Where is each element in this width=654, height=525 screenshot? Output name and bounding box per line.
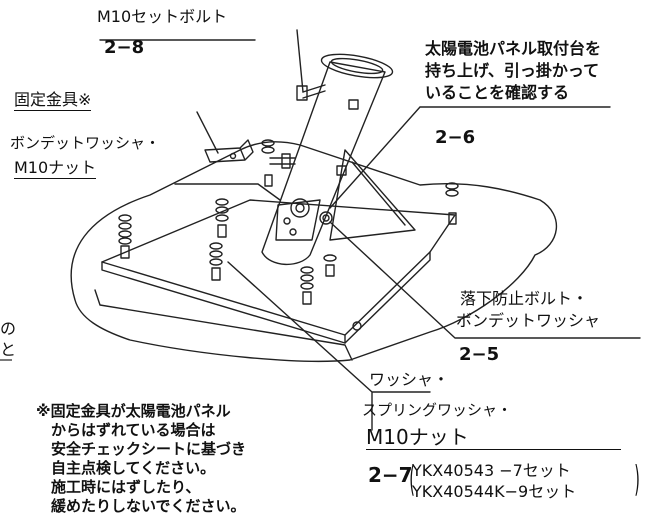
- label-m10-nut-2: M10ナット: [366, 426, 621, 450]
- bracket-hole: [229, 152, 237, 160]
- label-bonded-washer: ボンデットワッシャ・: [10, 134, 161, 152]
- caution-note: ※固定金具が太陽電池パネル からはずれている場合は 安全チェックシートに基づき …: [36, 402, 306, 516]
- fixing-bracket: [204, 139, 254, 163]
- leader-fall-bolt: [329, 221, 641, 339]
- flange-hole: [290, 198, 310, 218]
- label-washer: ワッシャ・: [369, 370, 450, 389]
- bracket-right-paren: ): [634, 459, 640, 500]
- label-spring-washer: スプリングワッシャ・: [362, 401, 513, 419]
- label-lift-line-2: 持ち上げ、引っ掛かって: [425, 61, 600, 80]
- edge-char-bottom: と: [0, 340, 17, 359]
- label-fall-bolt-line-2: ボンデットワッシャ: [456, 311, 601, 330]
- note-line-2: からはずれている場合は: [51, 421, 216, 439]
- anchor-bolt-7: [323, 254, 337, 277]
- anchor-bolt-4: [300, 266, 314, 305]
- pole-nut-2: [336, 165, 347, 176]
- flange-hole-inner: [295, 203, 305, 213]
- flange-hole-small: [283, 217, 291, 225]
- note-line-5: 施工時にはずしたり、: [51, 478, 201, 496]
- label-fixing-bracket: 固定金具※: [14, 90, 92, 112]
- pole-flange: [275, 199, 321, 241]
- set-count-bracket: YKX40543 −7セット YKX40544K−9セット: [412, 460, 576, 502]
- leader-set-bolt: [296, 29, 304, 93]
- anchor-bolt-3: [209, 242, 223, 281]
- label-lift-line-1: 太陽電池パネル取付台を: [425, 39, 602, 58]
- flange-hole-small-2: [289, 228, 297, 236]
- note-line-6: 緩めたりしないでください。: [51, 497, 246, 515]
- base-plate-edge: [101, 261, 346, 344]
- anchor-bolt-2: [215, 198, 229, 238]
- roof-edge: [94, 289, 353, 361]
- note-line-1: ※固定金具が太陽電池パネル: [36, 402, 231, 420]
- anchor-bolt-5: [261, 139, 275, 187]
- anchor-bolt-1: [118, 214, 132, 259]
- bracket-bolt-nut: [281, 153, 291, 169]
- fall-prevention-washer: [322, 214, 330, 222]
- set-line-2: YKX40544K−9セット: [412, 482, 577, 501]
- label-step-2-8: 2−8: [104, 37, 145, 58]
- pole-top: [320, 53, 394, 79]
- label-fall-bolt-line-1: 落下防止ボルト・: [460, 289, 589, 308]
- label-step-2-7: 2−7: [368, 463, 413, 487]
- support-gusset: [329, 149, 416, 241]
- label-lift-line-3: いることを確認する: [425, 83, 570, 102]
- fall-prevention-bolt: [319, 211, 333, 225]
- leader-lift: [329, 106, 611, 209]
- label-m10-nut-1: M10ナット: [14, 158, 97, 180]
- label-step-2-5: 2−5: [459, 344, 500, 365]
- leader-bonded-washer: [174, 183, 281, 201]
- main-pole: [261, 61, 386, 266]
- pole-top-inner: [330, 57, 384, 75]
- roof-surface: [70, 141, 557, 362]
- leader-washers: [227, 261, 431, 431]
- base-plate: [101, 199, 456, 336]
- pole-nut-1: [348, 99, 359, 110]
- leader-bracket: [196, 111, 219, 154]
- bracket-left-paren: (: [409, 459, 415, 500]
- base-plate-edge-right: [344, 251, 431, 344]
- edge-char-top: の: [0, 319, 17, 338]
- anchor-bolt-6: [445, 182, 459, 225]
- note-line-3: 安全チェックシートに基づき: [51, 440, 247, 458]
- label-m10-set-bolt: M10セットボルト: [97, 7, 228, 26]
- label-step-2-6: 2−6: [435, 127, 476, 148]
- note-line-4: 自主点検してください。: [51, 459, 216, 477]
- set-line-1: YKX40543 −7セット: [412, 461, 571, 480]
- roof-screw: [352, 321, 362, 331]
